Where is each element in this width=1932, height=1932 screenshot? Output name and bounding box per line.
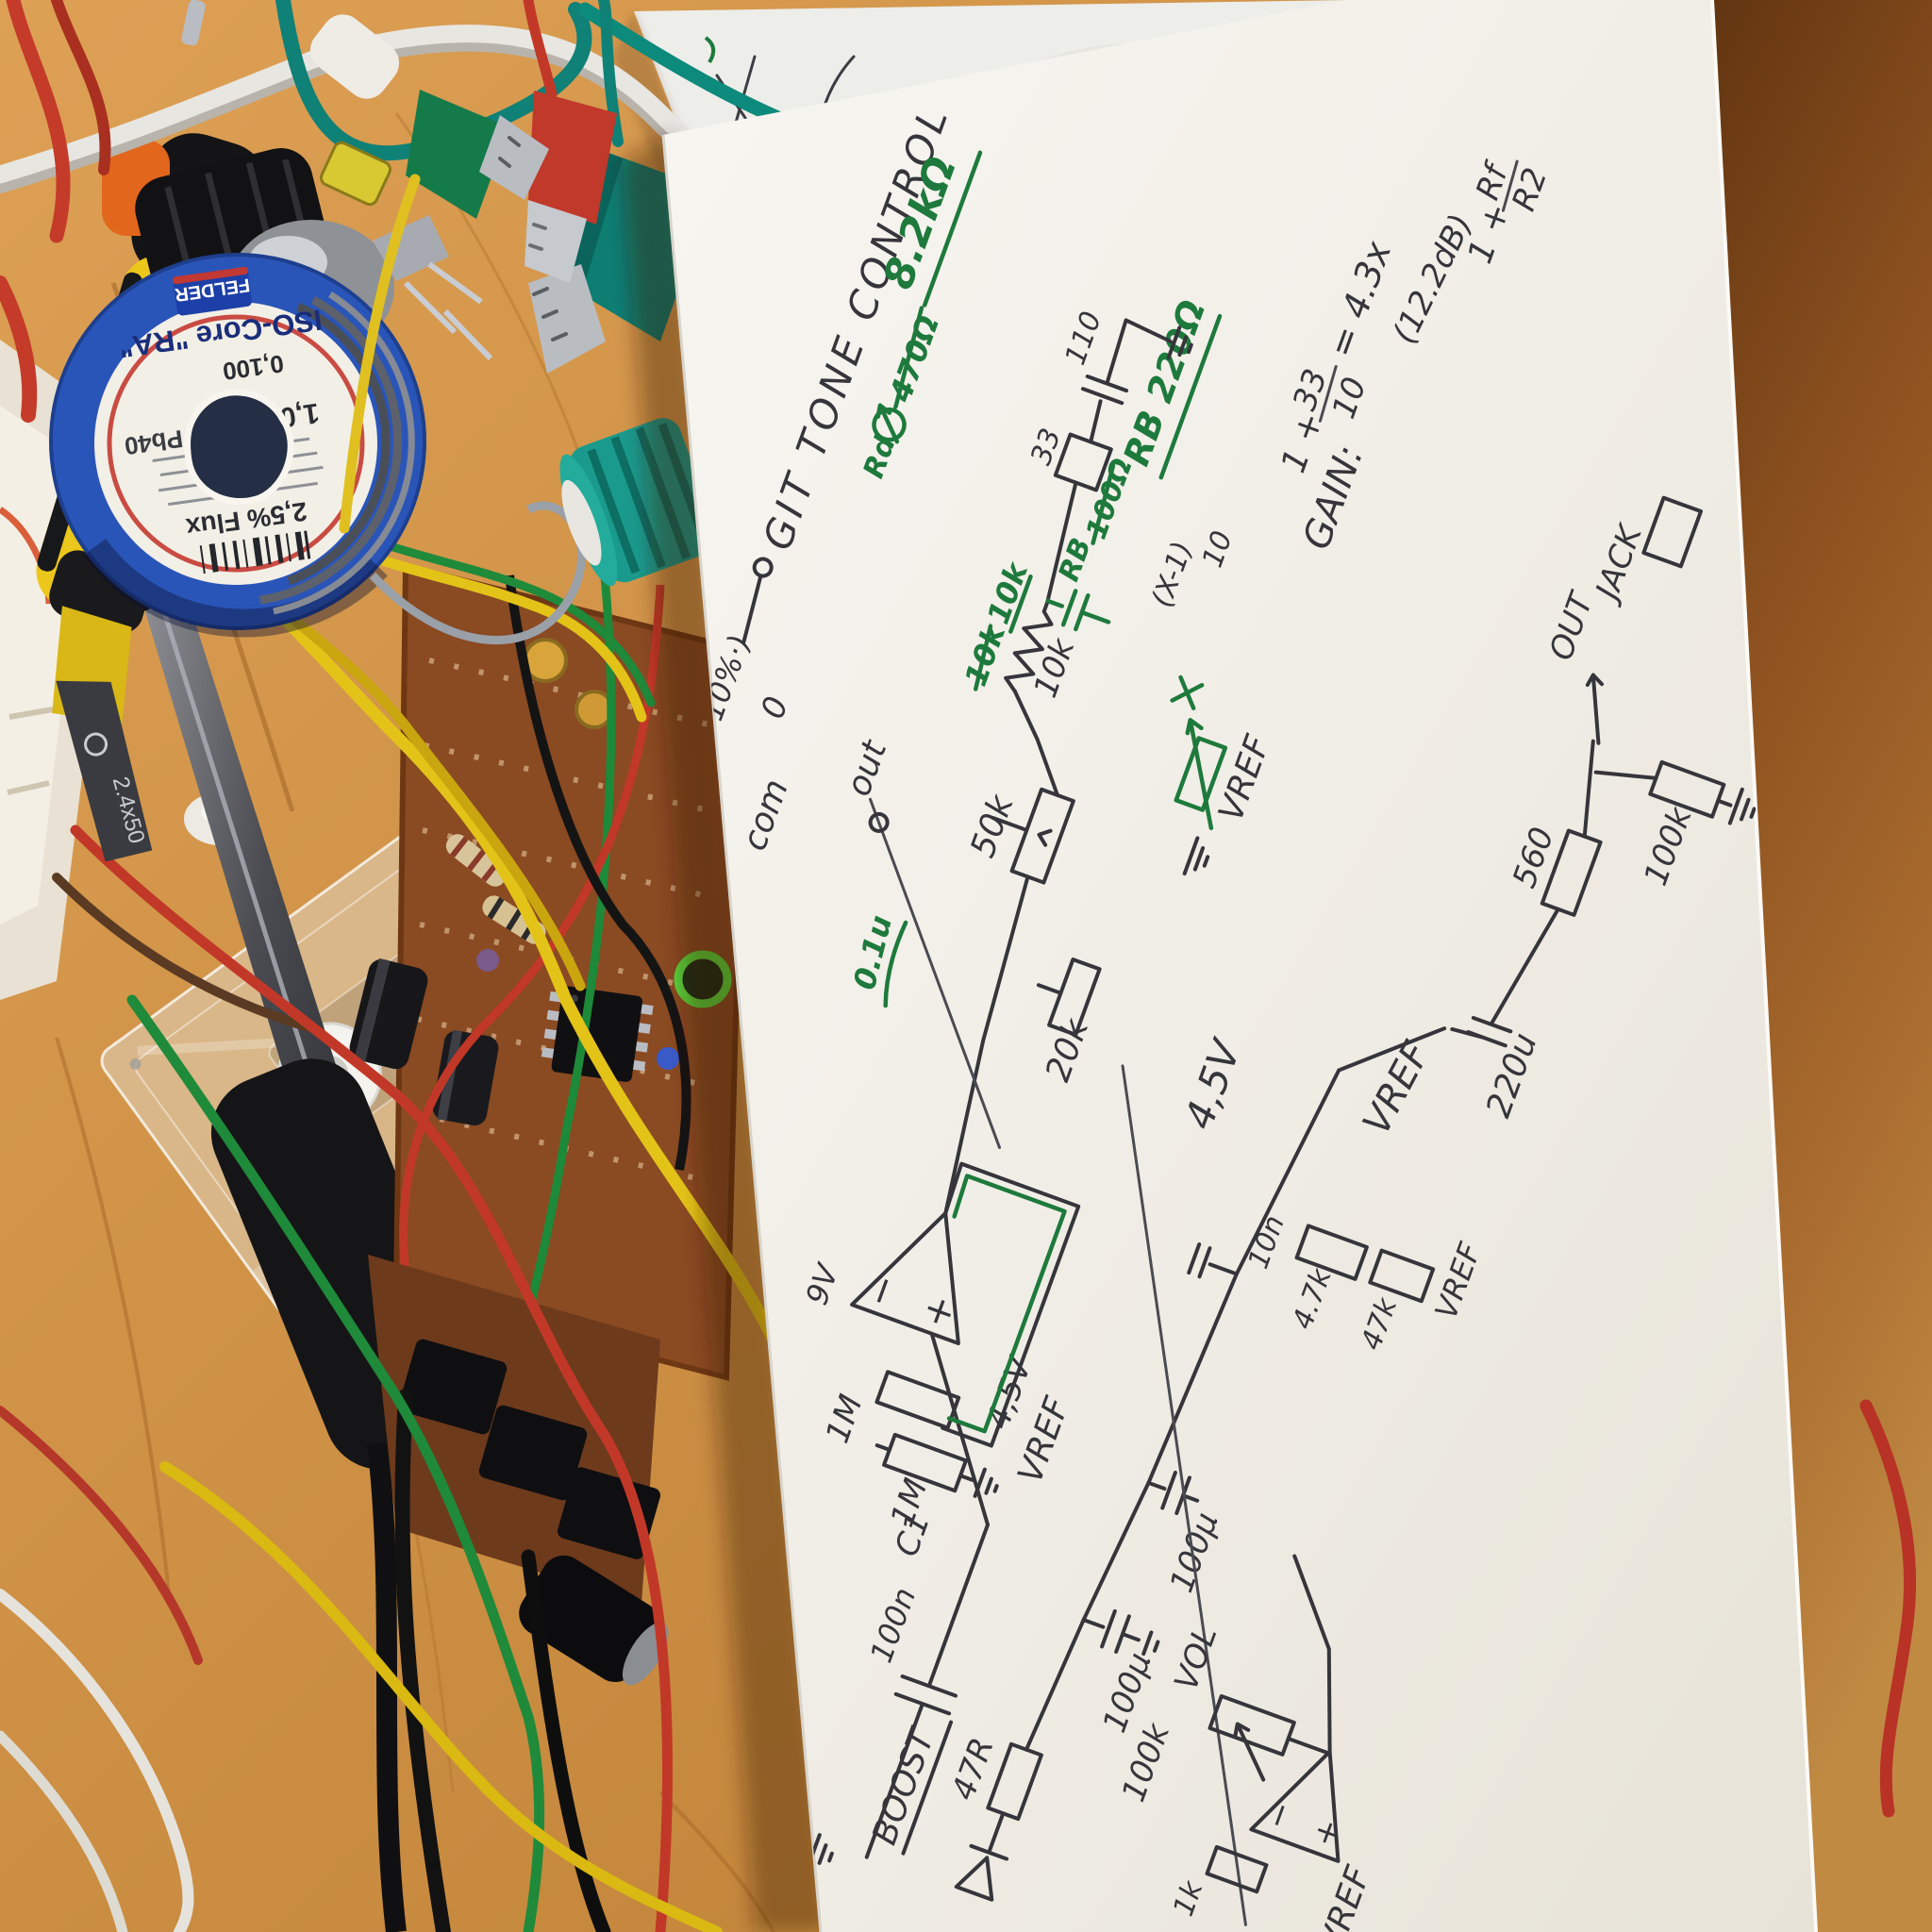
- white-heatshrink: [309, 14, 400, 99]
- felder-logo: FELDER: [173, 266, 253, 316]
- paper-left-edge: [661, 134, 823, 1932]
- solder-strand: [369, 501, 587, 645]
- black-cable: [394, 1389, 451, 1932]
- red-wires-top-left: [0, 0, 111, 423]
- brown-wire: [52, 873, 316, 1033]
- electrolytic-cap: [349, 958, 428, 1070]
- red-wire-bottom-right: [1859, 1399, 1917, 1818]
- label-barcode: [199, 530, 311, 575]
- blue-cap: [657, 1047, 679, 1070]
- solder-spool: 2,5% Flux Pb40 1,0 0,100 ISO-Core "RA" F…: [49, 253, 587, 645]
- small-cap: [476, 949, 499, 972]
- label-tear-hole: [184, 389, 294, 505]
- red-clip-wire: [523, 0, 558, 100]
- red-wire: [0, 1406, 203, 1665]
- green-alligator-clip: [406, 90, 549, 219]
- green-wire: [126, 994, 545, 1932]
- resistor: [445, 834, 508, 887]
- white-wire: [0, 1589, 194, 1932]
- red-wire: [70, 824, 673, 1932]
- yellow-wire: [159, 1461, 723, 1932]
- black-cable: [521, 1549, 611, 1932]
- metal-screw: [181, 0, 206, 46]
- yellow-tag: [319, 141, 392, 207]
- paper-right-edge: [1710, 0, 1818, 1932]
- desk-dark-right: [1689, 0, 1932, 1932]
- red-alligator-clip: [525, 91, 617, 283]
- paper-shadow: [623, 132, 830, 1932]
- white-wire: [0, 1730, 128, 1932]
- green-clip-yellow-wire: [339, 174, 421, 534]
- schematic-paper: [663, 0, 1816, 1932]
